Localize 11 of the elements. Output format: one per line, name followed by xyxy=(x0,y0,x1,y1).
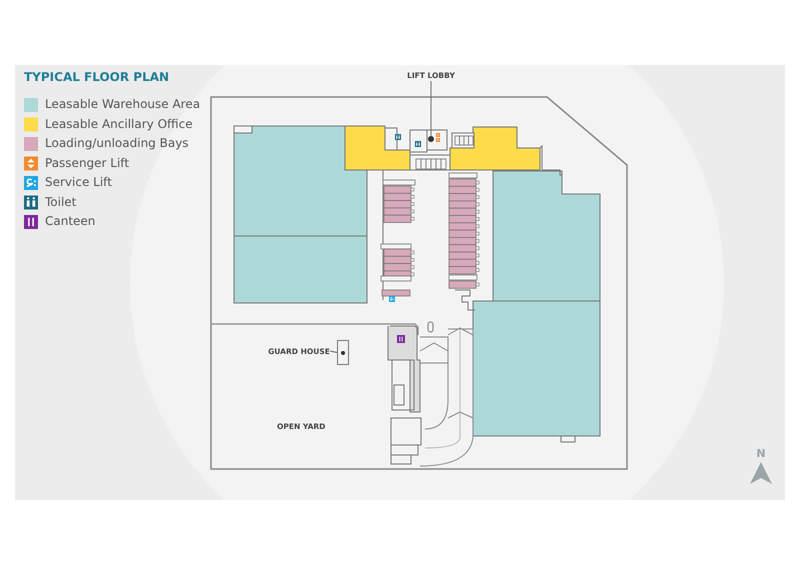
legend-label: Leasable Warehouse Area xyxy=(45,97,200,111)
leader-line xyxy=(330,350,338,353)
legend-label: Canteen xyxy=(45,214,96,228)
guard-house-drawing xyxy=(337,340,349,365)
title: TYPICAL FLOOR PLAN xyxy=(24,70,170,84)
legend-label: Leasable Ancillary Office xyxy=(45,116,193,130)
legend-label: Loading/unloading Bays xyxy=(45,136,189,150)
leader-line xyxy=(430,80,432,136)
legend-label: Service Lift xyxy=(45,175,112,189)
legend-label: Passenger Lift xyxy=(45,156,130,170)
legend-label: Toilet xyxy=(45,194,76,208)
